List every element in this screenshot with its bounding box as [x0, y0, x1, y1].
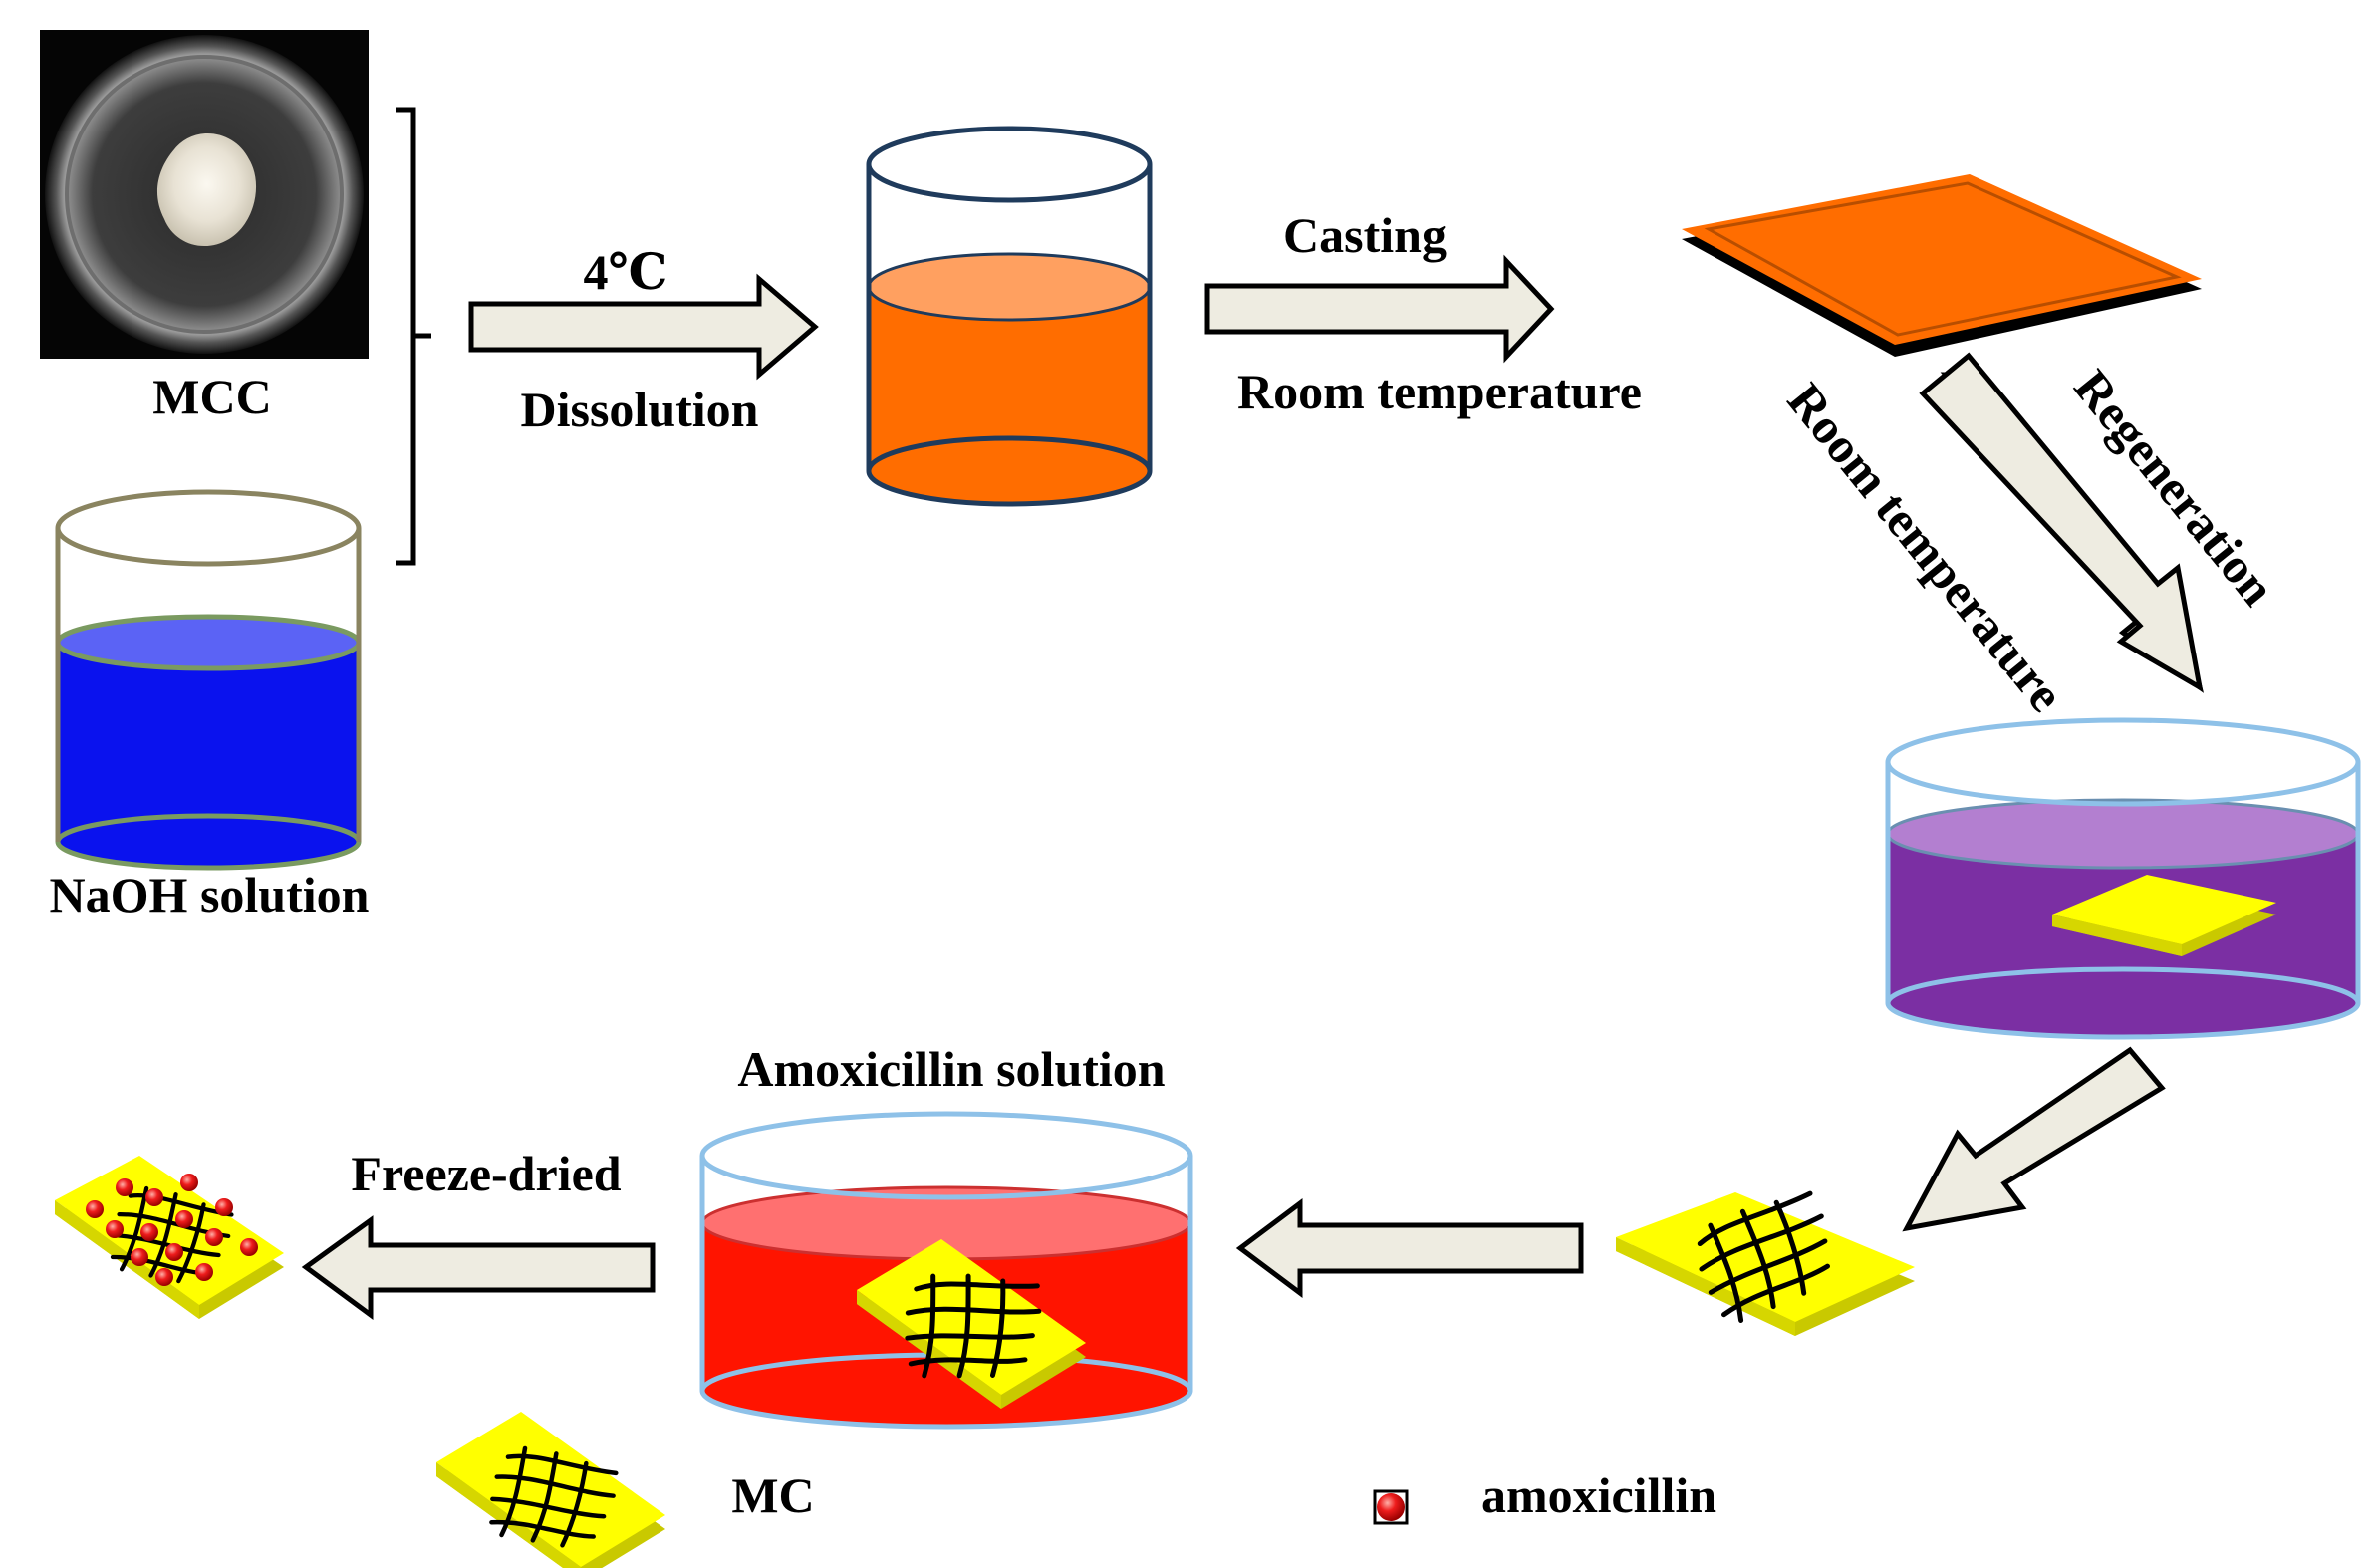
temp-label: 4℃: [584, 244, 668, 300]
regeneration-dish: [1885, 717, 2361, 1040]
naoh-label: NaOH solution: [50, 867, 370, 922]
room-temp-label-2: Room temperature: [1777, 373, 2075, 722]
drug-dots: [86, 1174, 258, 1286]
left-arrow-middle: [1235, 1198, 1584, 1298]
amoxicillin-dot-icon: [1373, 1489, 1409, 1525]
amoxicillin-label: amoxicillin: [1481, 1467, 1716, 1523]
regeneration-arrow-body: [1919, 352, 2204, 692]
casting-label: Casting: [1283, 207, 1447, 263]
dissolution-arrow: [468, 273, 819, 381]
hydrogel-film: [1616, 1192, 1915, 1336]
down-left-arrow: [1902, 1046, 2166, 1232]
mc-label: MC: [731, 1467, 814, 1523]
naoh-beaker: [55, 489, 362, 871]
mc-legend-film: [436, 1412, 665, 1568]
freeze-dried-arrow: [301, 1215, 656, 1320]
amoxicillin-solution-label: Amoxicillin solution: [737, 1041, 1165, 1097]
freeze-dried-label: Freeze-dried: [351, 1146, 621, 1201]
bracket: [396, 107, 431, 566]
dissolution-label: Dissolution: [521, 382, 759, 437]
mcc-label: MCC: [152, 369, 271, 424]
dissolved-beaker: [866, 126, 1153, 507]
amoxicillin-dish: [699, 1111, 1193, 1430]
mcc-photo: [40, 30, 369, 359]
casting-arrow: [1204, 254, 1555, 364]
casting-tray: [1682, 174, 2202, 357]
drug-loaded-film: [55, 1156, 284, 1319]
room-temp-label-1: Room temperature: [1237, 364, 1642, 419]
